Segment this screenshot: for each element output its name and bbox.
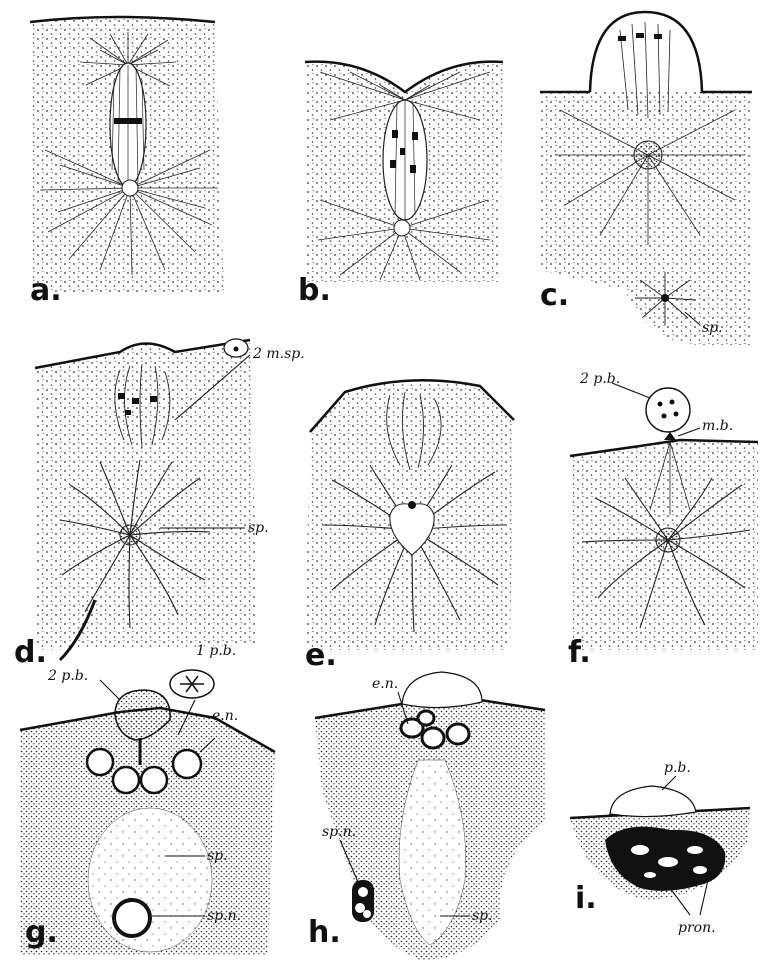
label-en-g: e.n. — [212, 708, 238, 724]
panel-d: 2 m.sp. sp. d. — [14, 339, 305, 670]
label-pron-i: pron. — [678, 920, 716, 936]
panel-letter-i: i. — [575, 881, 597, 916]
label-pb-i: p.b. — [664, 760, 691, 776]
polar-body-i — [610, 786, 696, 817]
label-mb-f: m.b. — [702, 418, 733, 434]
panel-letter-c: c. — [540, 278, 569, 313]
label-sp-d: sp. — [248, 520, 269, 536]
label-spn-g: sp.n. — [207, 908, 241, 924]
panel-e: e. — [305, 380, 514, 673]
midbody-f — [664, 432, 676, 440]
label-2pb-g: 2 p.b. — [47, 668, 88, 684]
panel-letter-f: f. — [568, 635, 591, 670]
polar-body-h — [402, 672, 482, 708]
panel-letter-e: e. — [305, 638, 337, 673]
sperm-nucleus-h — [352, 880, 374, 922]
panel-letter-h: h. — [308, 915, 341, 950]
label-2pb-f: 2 p.b. — [579, 371, 620, 387]
sperm-nucleus-g — [114, 900, 150, 936]
panel-letter-b: b. — [298, 273, 331, 308]
label-2msp-d: 2 m.sp. — [252, 346, 305, 362]
panel-c: sp. c. — [540, 12, 752, 345]
panel-h: e.n. sp.n. sp. h. — [308, 672, 545, 960]
panel-f: 2 p.b. m.b. f. — [568, 371, 758, 670]
panel-a: a. — [30, 17, 224, 308]
panel-g: 1 p.b. 2 p.b. e.n. sp. sp.n. g. — [20, 643, 275, 955]
label-spn-h: sp.n. — [322, 824, 356, 840]
label-sp-g: sp. — [207, 848, 228, 864]
label-en-h: e.n. — [372, 676, 398, 692]
label-sp-c: sp. — [702, 320, 723, 336]
panel-letter-g: g. — [25, 915, 58, 950]
egg-cortex-d — [35, 340, 258, 650]
panel-i: p.b. pron. i. — [570, 760, 750, 936]
panel-letter-a: a. — [30, 273, 62, 308]
label-1pb-g: 1 p.b. — [196, 643, 236, 659]
polar-body-f — [646, 388, 690, 432]
label-sp-h: sp. — [472, 908, 493, 924]
panel-b: b. — [298, 62, 503, 308]
panel-letter-d: d. — [14, 635, 47, 670]
